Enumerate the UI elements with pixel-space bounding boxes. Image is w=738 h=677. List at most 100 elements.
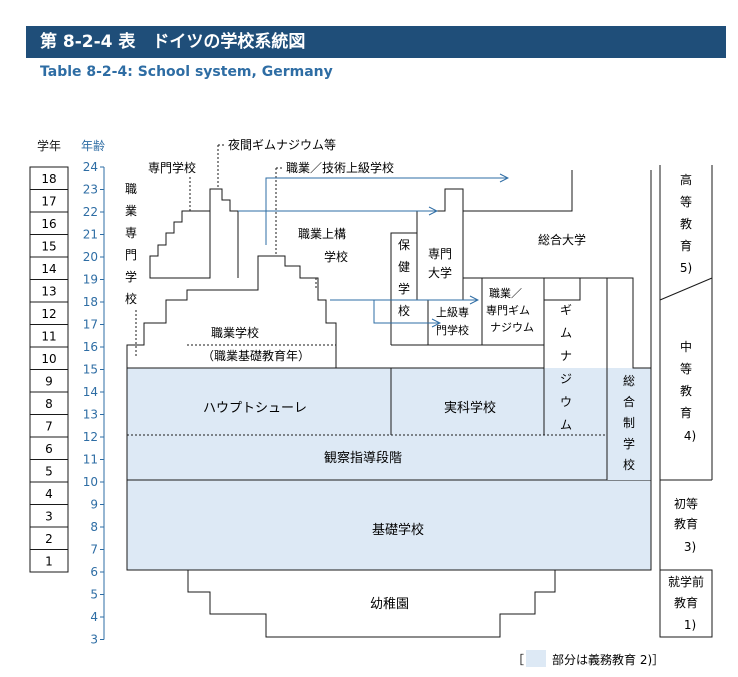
label-fachhoch-2: 大学 <box>428 265 452 280</box>
age-label: 24 <box>83 160 98 174</box>
label-primary-1: 初等 <box>674 497 698 511</box>
vertical-char: 育 <box>680 238 692 253</box>
realschule-box <box>391 368 544 435</box>
vertical-char: 専 <box>125 226 137 240</box>
label-beruf-aufbau-2: 学校 <box>324 249 348 264</box>
vertical-char: ナ <box>560 349 572 363</box>
age-label: 6 <box>90 565 98 579</box>
label-fachschule: 専門学校 <box>148 160 196 175</box>
vertical-char: 高 <box>680 172 692 187</box>
label-preschool-2: 教育 <box>674 595 698 610</box>
age-label: 22 <box>83 205 98 219</box>
label-gymnasium: ギムナジウム <box>560 303 572 432</box>
label-berufsgrund: （職業基礎教育年） <box>202 348 310 363</box>
grade-label: 8 <box>45 397 53 411</box>
age-label: 4 <box>90 610 98 624</box>
vertical-char: 校 <box>398 303 410 318</box>
grundschule-box <box>126 479 652 571</box>
vertical-char: 校 <box>623 457 635 472</box>
vertical-char: 保 <box>398 238 410 252</box>
legend-swatch <box>526 650 546 667</box>
label-fachober-1: 上級専 <box>436 306 469 319</box>
vertical-char: ウ <box>560 395 572 409</box>
vertical-char: 合 <box>623 394 635 409</box>
label-hauptschule: ハウプトシューレ <box>203 401 307 416</box>
label-berufsschule: 職業学校 <box>211 325 259 340</box>
vertical-char: 等 <box>680 362 692 376</box>
label-secondary-note: 4) <box>684 429 696 443</box>
label-realschule: 実科学校 <box>444 400 496 416</box>
label-beruf-aufbau-1: 職業上構 <box>298 227 346 241</box>
label-grundschule: 基礎学校 <box>372 522 424 538</box>
legend-text: 部分は義務教育 2)］ <box>552 652 664 667</box>
vertical-char: ム <box>560 326 572 340</box>
vertical-char: 学 <box>125 269 137 284</box>
legend-open-bracket: ［ <box>512 653 524 667</box>
grade-label: 13 <box>41 285 56 299</box>
age-label: 5 <box>90 588 98 602</box>
abendgym-outline <box>209 188 239 278</box>
age-label: 19 <box>83 273 98 287</box>
vertical-char: ジ <box>560 372 572 386</box>
vertical-char: ム <box>560 418 572 432</box>
hauptschule-box <box>127 368 391 435</box>
age-label: 9 <box>90 498 98 512</box>
label-orientierung: 観察指導段階 <box>324 451 402 466</box>
gesamtschule-box <box>607 368 651 480</box>
arrow-fachober <box>373 300 440 323</box>
grade-label: 9 <box>45 375 53 389</box>
vertical-char: 育 <box>680 405 692 420</box>
grade-label: 14 <box>41 262 56 276</box>
label-preschool-note: 1) <box>684 618 696 632</box>
vertical-char: 教 <box>680 216 692 231</box>
fachschule-outline <box>149 210 211 279</box>
age-label: 20 <box>83 250 98 264</box>
vertical-char: 中 <box>680 339 692 354</box>
label-fachhoch-1: 専門 <box>428 247 452 261</box>
label-preschool-1: 就学前 <box>668 574 704 589</box>
grade-label: 2 <box>45 532 53 546</box>
grade-label: 4 <box>45 487 53 501</box>
vertical-char: ギ <box>560 303 572 317</box>
label-kindergarten: 幼稚園 <box>370 597 409 612</box>
label-berufsgym-2: 専門ギム <box>486 304 530 317</box>
age-label: 3 <box>90 633 98 647</box>
age-label: 8 <box>90 520 98 534</box>
grade-label: 5 <box>45 465 53 479</box>
vertical-char: 総 <box>623 374 635 388</box>
header-bar: 第 8-2-4 表 ドイツの学校系統図 <box>26 26 726 58</box>
arrow-beruf-ober <box>265 178 508 245</box>
age-axis-label: 年齢 <box>81 138 105 153</box>
age-label: 18 <box>83 295 98 309</box>
age-label: 7 <box>90 543 98 557</box>
vertical-char: 業 <box>125 204 137 218</box>
age-label: 10 <box>83 475 98 489</box>
age-label: 13 <box>83 408 98 422</box>
label-primary-note: 3) <box>684 540 696 554</box>
label-beruf-technik-ober: 職業／技術上級学校 <box>286 160 394 175</box>
label-fachober-2: 門学校 <box>436 323 469 337</box>
grade-label: 18 <box>41 172 56 186</box>
grade-label: 17 <box>41 195 56 209</box>
orientierung-box <box>127 435 607 480</box>
age-label: 21 <box>83 228 98 242</box>
label-berufsgym-1: 職業／ <box>489 287 522 300</box>
page-subtitle: Table 8-2-4: School system, Germany <box>40 64 333 80</box>
kindergarten-outline <box>187 570 556 638</box>
grade-label: 6 <box>45 442 53 456</box>
age-label: 23 <box>83 183 98 197</box>
age-label: 17 <box>83 318 98 332</box>
label-primary-2: 教育 <box>674 516 698 531</box>
age-label: 12 <box>83 430 98 444</box>
grade-label: 10 <box>41 352 56 366</box>
grade-label: 11 <box>41 330 56 344</box>
grade-label: 12 <box>41 307 56 321</box>
grade-label: 1 <box>45 555 53 569</box>
age-label: 11 <box>83 453 98 467</box>
